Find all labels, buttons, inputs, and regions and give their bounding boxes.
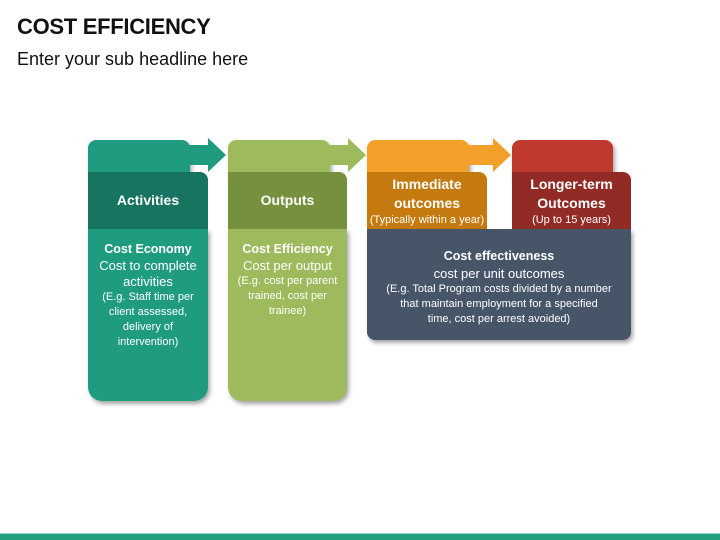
longterm-label-line2: Outcomes [537,194,606,211]
immediate-sublabel: (Typically within a year) [369,213,485,226]
effectiveness-note-3: time, cost per arrest avoided) [427,313,571,325]
activities-header: Activities [88,172,208,229]
longterm-sublabel: (Up to 15 years) [532,213,611,226]
immediate-label-line1: Immediate [392,175,462,192]
effectiveness-line: cost per unit outcomes [433,266,565,281]
effectiveness-note-2: that maintain employment for a specified [400,298,598,310]
footer-accent-bar [0,533,720,540]
longterm-header: Longer-term Outcomes (Up to 15 years) [512,172,631,229]
outputs-header: Outputs [228,172,347,229]
outputs-body-note: (E.g. cost per parent trained, cost per … [237,275,338,317]
right-arrow-icon [188,138,228,172]
activities-body-line: Cost to complete activities [99,258,197,289]
page-subtitle: Enter your sub headline here [17,49,249,69]
immediate-label-line2: outcomes [393,194,461,211]
right-arrow-icon [467,138,513,172]
page-title: COST EFFICIENCY [17,14,211,39]
cost-effectiveness-box: Cost effectiveness cost per unit outcome… [367,229,631,340]
effectiveness-note-1: (E.g. Total Program costs divided by a n… [386,283,612,295]
immediate-header: Immediate outcomes (Typically within a y… [367,172,487,229]
longterm-label-line1: Longer-term [530,175,613,192]
activities-body-note: (E.g. Staff time per client assessed, de… [102,291,194,348]
effectiveness-title: Cost effectiveness [443,249,555,263]
outputs-label: Outputs [260,192,315,208]
outputs-body-line: Cost per output [243,258,332,273]
outputs-body-title: Cost Efficiency [242,242,333,256]
activities-label: Activities [116,192,180,208]
activities-body-title: Cost Economy [104,242,192,256]
activities-body: Cost Economy Cost to complete activities… [88,229,208,401]
right-arrow-icon [328,138,368,172]
outputs-body: Cost Efficiency Cost per output (E.g. co… [228,229,347,401]
